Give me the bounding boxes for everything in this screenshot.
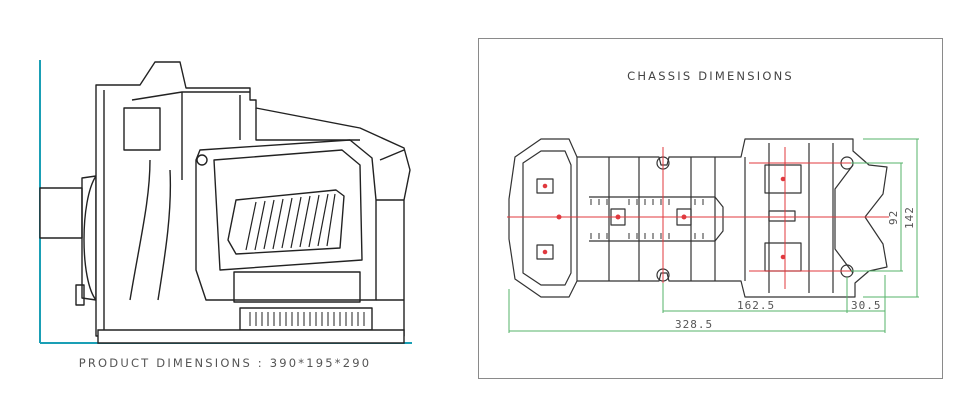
dim-162-label: 162.5 (737, 299, 775, 312)
product-drawing (39, 60, 412, 344)
dim-328-label: 328.5 (675, 318, 713, 331)
chassis-frame: CHASSIS DIMENSIONS (478, 38, 943, 379)
camera-body-outline (39, 61, 411, 337)
chassis-outline (508, 138, 888, 298)
chassis-drawing: 162.5 30.5 328.5 92 142 (507, 138, 919, 333)
dim-30-label: 30.5 (851, 299, 882, 312)
bottom-vents (249, 312, 365, 326)
dimension-lines (508, 138, 919, 333)
center-lines (507, 147, 889, 289)
dim-142-label: 142 (903, 206, 916, 229)
base-plate (97, 329, 405, 344)
product-view: PRODUCT DIMENSIONS : 390*195*290 (0, 0, 460, 419)
channel-ticks (590, 199, 704, 239)
chassis-title: CHASSIS DIMENSIONS (627, 69, 794, 83)
dim-92-label: 92 (887, 210, 900, 225)
grille-slats (245, 193, 336, 251)
product-dimensions-caption: PRODUCT DIMENSIONS : 390*195*290 (78, 356, 372, 370)
